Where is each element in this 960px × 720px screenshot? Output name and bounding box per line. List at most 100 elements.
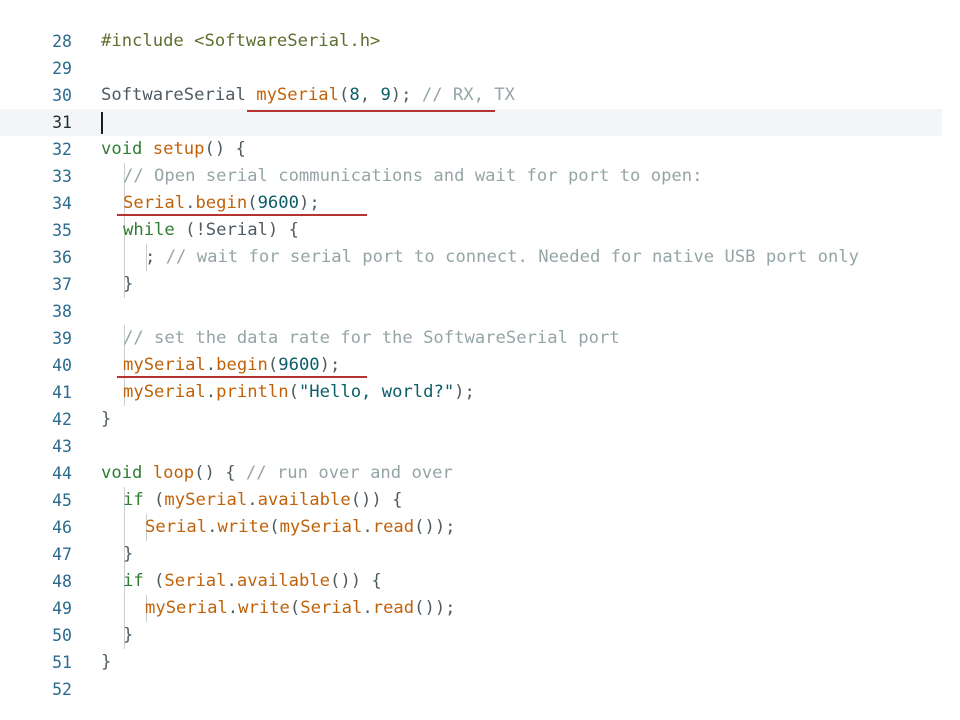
code-token: while xyxy=(123,220,175,240)
line-number: 51 xyxy=(52,653,72,672)
line-number: 31 xyxy=(52,113,72,132)
indent-guide xyxy=(124,487,125,514)
code-token: println xyxy=(216,382,289,402)
underline-myserial-decl xyxy=(247,110,495,112)
code-token: mySerial xyxy=(123,382,206,402)
underline-serial-begin xyxy=(117,214,367,216)
code-token: #include <SoftwareSerial.h> xyxy=(101,31,381,51)
indent-guide xyxy=(124,541,125,568)
code-token: ( xyxy=(143,571,165,591)
line-number: 29 xyxy=(52,59,72,78)
code-token: "Hello, world?" xyxy=(298,382,455,402)
code-token: , xyxy=(359,85,381,105)
code-token: ); xyxy=(298,193,320,213)
code-token: // Open serial communications and wait f… xyxy=(123,166,703,186)
code-token: (! xyxy=(174,220,206,240)
code-token: SoftwareSerial xyxy=(101,85,257,105)
code-text: ; // wait for serial port to connect. Ne… xyxy=(145,244,859,271)
code-token: } xyxy=(101,409,112,429)
code-token: 9600 xyxy=(278,355,320,375)
code-token: ()); xyxy=(414,517,456,537)
code-text: void setup() { xyxy=(101,136,246,163)
code-token: Serial xyxy=(145,517,208,537)
code-token: . xyxy=(362,598,373,618)
line-number: 38 xyxy=(52,302,72,321)
code-line[interactable]: 38 xyxy=(0,298,960,325)
code-token: ( xyxy=(288,382,299,402)
code-token: mySerial xyxy=(164,490,248,510)
code-line[interactable]: 42} xyxy=(0,406,960,433)
code-token: ); xyxy=(390,85,422,105)
code-line[interactable]: 31 xyxy=(0,109,942,136)
code-line[interactable]: 39// set the data rate for the SoftwareS… xyxy=(0,325,960,352)
code-token: Serial xyxy=(123,193,186,213)
code-token: ; xyxy=(145,247,166,267)
code-line[interactable]: 28#include <SoftwareSerial.h> xyxy=(0,28,960,55)
code-line[interactable]: 29 xyxy=(0,55,960,82)
code-text: // Open serial communications and wait f… xyxy=(123,163,702,190)
line-number: 32 xyxy=(52,140,72,159)
code-token: write xyxy=(238,598,290,618)
code-token: . xyxy=(205,355,217,375)
line-number: 44 xyxy=(52,464,72,483)
code-token: ( xyxy=(143,490,165,510)
code-text: } xyxy=(101,406,111,433)
line-number: 33 xyxy=(52,167,72,186)
code-line[interactable]: 35 while (!Serial) { xyxy=(0,217,960,244)
code-line[interactable]: 52 xyxy=(0,676,960,703)
indent-guide xyxy=(124,244,125,271)
code-line[interactable]: 32 void setup() { xyxy=(0,136,960,163)
code-text: if (Serial.available()) { xyxy=(123,568,382,595)
code-token: ( xyxy=(339,85,350,105)
code-line[interactable]: 47} xyxy=(0,541,960,568)
code-text: SoftwareSerial mySerial(8, 9); // RX, TX xyxy=(101,82,515,109)
code-text: Serial.begin(9600); xyxy=(123,190,320,217)
code-token: available xyxy=(236,571,330,591)
line-number: 45 xyxy=(52,491,72,510)
code-token: mySerial xyxy=(279,517,363,537)
code-token: read xyxy=(372,517,415,537)
text-cursor xyxy=(101,112,103,134)
code-line[interactable]: 36; // wait for serial port to connect. … xyxy=(0,244,960,271)
line-number: 35 xyxy=(52,221,72,240)
code-token: . xyxy=(227,598,239,618)
code-token: begin xyxy=(195,193,248,213)
code-line[interactable]: 51} xyxy=(0,649,960,676)
code-token: . xyxy=(185,193,196,213)
code-line[interactable]: 33 // Open serial communications and wait… xyxy=(0,163,960,190)
code-line[interactable]: 37} xyxy=(0,271,960,298)
code-text: } xyxy=(101,649,111,676)
code-text: while (!Serial) { xyxy=(123,217,299,244)
code-token: loop xyxy=(152,463,195,483)
code-line[interactable]: 43 xyxy=(0,433,960,460)
code-token: void xyxy=(101,139,153,159)
code-token: void xyxy=(101,463,153,483)
code-token: . xyxy=(226,571,237,591)
code-token: () { xyxy=(204,139,246,159)
code-token: write xyxy=(217,517,270,537)
code-line[interactable]: 50} xyxy=(0,622,960,649)
indent-guide xyxy=(124,271,125,298)
line-number: 50 xyxy=(52,626,72,645)
code-token: . xyxy=(207,517,218,537)
line-number: 41 xyxy=(52,383,72,402)
code-token: ()); xyxy=(414,598,456,618)
indent-guide xyxy=(124,514,125,541)
code-token: setup xyxy=(152,139,205,159)
code-token: ( xyxy=(247,193,258,213)
code-token: ( xyxy=(289,598,301,618)
code-token: // set the data rate for the SoftwareSer… xyxy=(123,328,620,348)
code-token: ()) { xyxy=(350,490,403,510)
line-number: 48 xyxy=(52,572,72,591)
